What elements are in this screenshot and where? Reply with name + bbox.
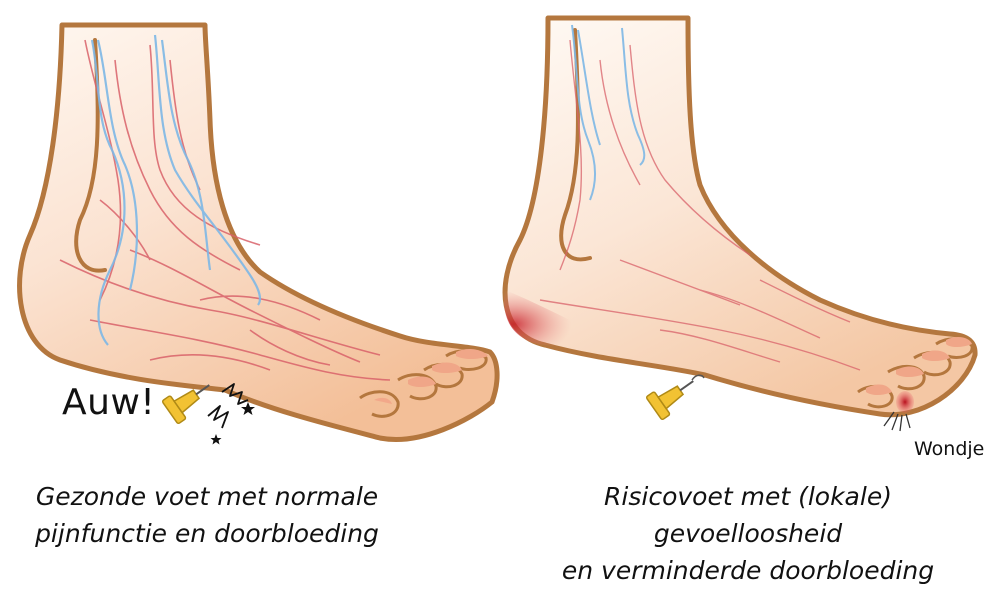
- wound-label: Wondje: [914, 438, 984, 460]
- healthy-caption-line-1: Gezonde voet met normale: [0, 478, 442, 515]
- risk-foot: [504, 18, 975, 431]
- risk-push-pin-icon: [646, 370, 701, 420]
- healthy-foot-caption: Gezonde voet met normale pijnfunctie en …: [0, 478, 442, 552]
- risk-caption-line-1: Risicovoet met (lokale) gevoelloosheid: [508, 478, 988, 552]
- wound-icon: [896, 391, 914, 413]
- star-icon: [241, 402, 255, 415]
- risk-foot-caption: Risicovoet met (lokale) gevoelloosheid e…: [508, 478, 988, 589]
- star-icon: [211, 434, 222, 445]
- healthy-caption-line-2: pijnfunctie en doorbloeding: [0, 515, 442, 552]
- pain-exclamation: Auw!: [62, 382, 155, 423]
